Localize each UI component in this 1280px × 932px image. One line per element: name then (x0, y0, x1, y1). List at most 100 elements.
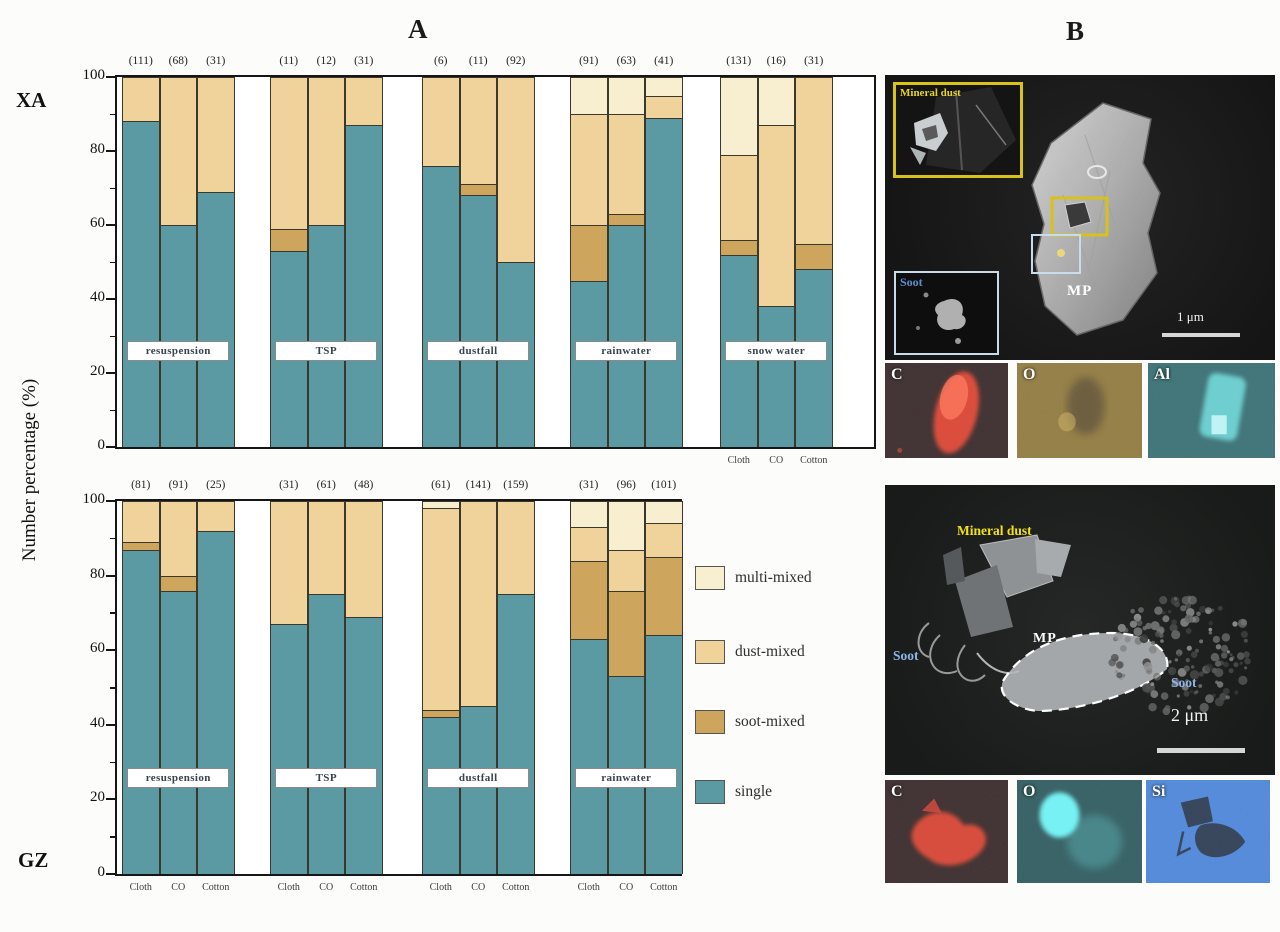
sem-bottom-mp-label: MP (1033, 631, 1057, 646)
legend-swatch (695, 780, 725, 804)
bar-count: (63) (616, 55, 636, 67)
bar-segment-dust-mixed (123, 77, 159, 122)
y-tick-label: 20 (90, 363, 105, 379)
eds-map-art (1146, 780, 1270, 883)
group-label-box: TSP (275, 341, 378, 361)
y-tick-minor (110, 537, 116, 540)
eds-map-art (1148, 363, 1275, 458)
stacked-bar (497, 77, 535, 447)
bar-count-row: (31)(61)(48) (270, 479, 383, 491)
bar-x-label: Cloth (577, 882, 600, 893)
eds-map-element-label: Si (1152, 783, 1166, 800)
eds-map-art (1017, 363, 1142, 458)
bar-count-row: (91)(63)(41) (570, 55, 683, 67)
bar-segment-dust-mixed (758, 125, 794, 307)
bar-segment-multi-mixed (646, 77, 682, 96)
bar-segment-soot-mixed (423, 709, 459, 718)
bar-x-label: CO (319, 882, 334, 893)
bar-x-label: Cotton (650, 882, 678, 893)
bar-count-row: (6)(11)(92) (422, 55, 535, 67)
panel-b-title: B (1066, 16, 1086, 46)
bar-segment-single (160, 225, 196, 447)
sem-top-scale-bar (1162, 333, 1240, 337)
sem-bottom-mineral-label: Mineral dust (957, 523, 1032, 538)
bar-segment-single (271, 624, 307, 874)
bar-segment-dust-mixed (646, 523, 682, 557)
bar-count: (31) (354, 55, 374, 67)
bar-count: (91) (579, 55, 599, 67)
bar-segment-single (423, 717, 459, 874)
bar-x-label: CO (769, 455, 784, 466)
y-tick-major (106, 574, 116, 577)
bar-x-label: Cotton (502, 882, 530, 893)
bar-segment-single (460, 706, 496, 874)
bar-segment-dust-mixed (460, 77, 496, 185)
bar-segment-dust-mixed (423, 508, 459, 710)
bar-count: (11) (468, 55, 488, 67)
y-tick-minor (110, 409, 116, 411)
bar-segment-multi-mixed (608, 501, 644, 550)
stacked-bar (570, 501, 608, 874)
bar-segment-dust-mixed (608, 114, 644, 214)
sem-top-scale-text: 1 μm (1177, 309, 1204, 324)
bar-count-row: (11)(12)(31) (270, 55, 383, 67)
row-label-xa: XA (16, 88, 47, 112)
y-tick-major (106, 723, 116, 726)
bar-segment-dust-mixed (160, 77, 196, 225)
row-label-gz: GZ (18, 848, 49, 872)
bar-count: (92) (506, 55, 526, 67)
inset-mineral-dust: Mineral dust (893, 82, 1023, 178)
bar-segment-single (346, 125, 382, 447)
bar-count-row: (131)(16)(31) (720, 55, 833, 67)
bar-segment-single (498, 594, 534, 874)
bar-segment-soot-mixed (608, 213, 644, 225)
bar-x-label: Cloth (727, 455, 750, 466)
y-tick-major (106, 500, 116, 502)
bar-segment-multi-mixed (758, 77, 794, 126)
bar-segment-soot-mixed (796, 243, 832, 270)
y-tick-label: 60 (90, 640, 105, 657)
bar-count: (31) (804, 55, 824, 67)
y-tick-minor (110, 836, 116, 838)
y-tick-minor (110, 612, 116, 614)
eds-map-art (885, 363, 1008, 458)
eds-map-c: C (885, 363, 1008, 458)
stacked-bar (757, 77, 795, 447)
bar-segment-dust-mixed (271, 501, 307, 625)
bar-count: (101) (651, 479, 677, 491)
bar-segment-multi-mixed (646, 501, 682, 524)
bar-count: (11) (279, 55, 299, 67)
bar-segment-single (608, 225, 644, 447)
bar-segment-dust-mixed (608, 549, 644, 591)
legend-entry-dust-mixed: dust-mixed (695, 640, 805, 664)
stacked-bar (795, 77, 833, 447)
stacked-bar (645, 77, 683, 447)
bar-count: (111) (128, 55, 153, 67)
y-tick-label: 40 (90, 289, 105, 305)
eds-map-c: C (885, 780, 1008, 883)
y-tick-minor (110, 261, 116, 263)
eds-map-element-label: O (1023, 366, 1036, 383)
bar-segment-single (646, 117, 682, 447)
bar-count: (48) (354, 479, 374, 491)
bar-segment-multi-mixed (571, 501, 607, 528)
stacked-bar (197, 77, 235, 447)
y-axis-title: Number percentage (%) (19, 378, 40, 562)
eds-map-element-label: Al (1154, 366, 1170, 383)
inset-soot-label: Soot (900, 275, 923, 289)
bar-segment-single (308, 225, 344, 447)
inset-soot: Soot (894, 271, 999, 355)
bar-segment-dust-mixed (346, 77, 382, 126)
eds-map-al: Al (1148, 363, 1275, 458)
sem-image-top: Mineral dust Soot MP 1 μm (885, 75, 1275, 360)
eds-map-o: O (1017, 780, 1142, 883)
bar-segment-dust-mixed (796, 77, 832, 244)
bar-segment-single (758, 306, 794, 447)
bar-segment-soot-mixed (123, 542, 159, 550)
